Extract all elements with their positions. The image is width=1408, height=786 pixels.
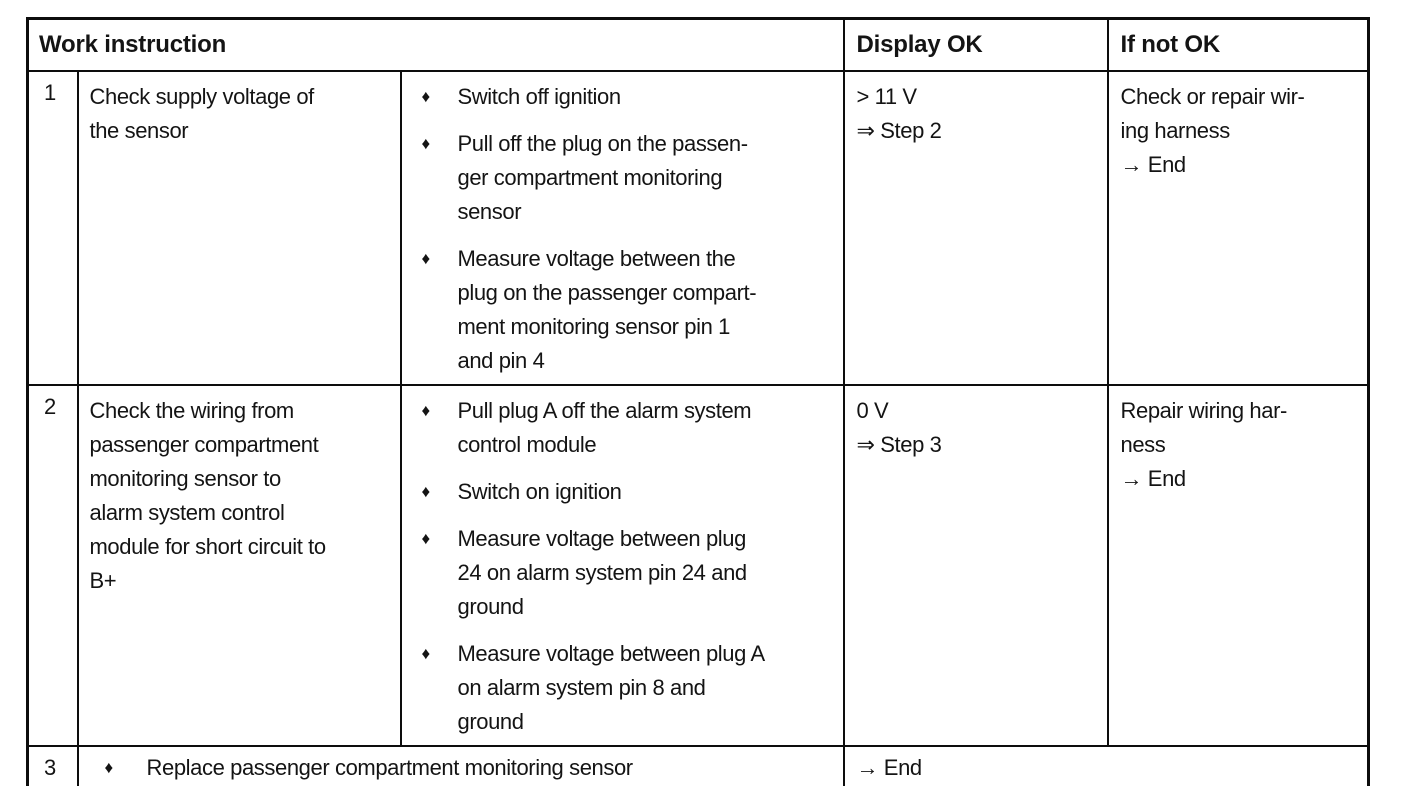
diamond-bullet-icon: ♦ bbox=[104, 758, 114, 777]
display-ok-value: > 11 V ⇒ Step 2 bbox=[842, 70, 1109, 386]
final-result-cell: → End bbox=[842, 745, 1370, 786]
work-instruction-table: Work instruction Display OK If not OK 1 … bbox=[26, 17, 1370, 786]
action-text: Measure voltage between plug 24 on alarm… bbox=[457, 526, 748, 619]
header-display-ok: Display OK bbox=[842, 17, 1109, 72]
table-row-step-3: 3 ♦ Replace passenger compartment monito… bbox=[26, 745, 1370, 786]
step-number: 3 bbox=[26, 745, 79, 786]
action-text: Replace passenger compartment monitoring… bbox=[146, 755, 634, 780]
action-text: Pull plug A off the alarm system control… bbox=[457, 398, 752, 457]
step-number: 2 bbox=[26, 384, 79, 747]
action-text: Measure voltage between plug A on alarm … bbox=[457, 641, 766, 734]
header-if-not-ok: If not OK bbox=[1106, 17, 1370, 72]
action-text: Switch off ignition bbox=[457, 84, 622, 109]
action-item: ♦ Measure voltage between plug 24 on ala… bbox=[403, 522, 833, 624]
action-item: ♦ Pull plug A off the alarm system contr… bbox=[403, 394, 833, 462]
action-item: ♦ Switch off ignition bbox=[403, 80, 833, 114]
header-work-instruction: Work instruction bbox=[26, 17, 845, 72]
action-text: Pull off the plug on the passen- ger com… bbox=[457, 131, 749, 224]
final-step-cell: ♦ Replace passenger compartment monitori… bbox=[76, 745, 845, 786]
action-text: Switch on ignition bbox=[457, 479, 622, 504]
diamond-bullet-icon: ♦ bbox=[421, 644, 431, 663]
diamond-bullet-icon: ♦ bbox=[421, 249, 431, 268]
if-not-ok-value: Repair wiring har- ness → End bbox=[1106, 384, 1370, 747]
action-item: ♦ Measure voltage between the plug on th… bbox=[403, 242, 833, 378]
action-text: Measure voltage between the plug on the … bbox=[457, 246, 757, 373]
diamond-bullet-icon: ♦ bbox=[421, 401, 431, 420]
diamond-bullet-icon: ♦ bbox=[421, 87, 431, 106]
diamond-bullet-icon: ♦ bbox=[421, 482, 431, 501]
step-actions: ♦ Pull plug A off the alarm system contr… bbox=[399, 384, 845, 747]
diamond-bullet-icon: ♦ bbox=[421, 529, 431, 548]
table-row-step-1: 1 Check supply voltage of the sensor ♦ S… bbox=[26, 70, 1370, 386]
action-item: ♦ Switch on ignition bbox=[403, 475, 833, 509]
step-number: 1 bbox=[26, 70, 79, 386]
step-task: Check supply voltage of the sensor bbox=[76, 70, 402, 386]
action-item: ♦ Pull off the plug on the passen- ger c… bbox=[403, 127, 833, 229]
table-header-row: Work instruction Display OK If not OK bbox=[26, 17, 1370, 72]
step-actions: ♦ Switch off ignition ♦ Pull off the plu… bbox=[399, 70, 845, 386]
action-item: ♦ Measure voltage between plug A on alar… bbox=[403, 637, 833, 739]
step-task: Check the wiring from passenger compartm… bbox=[76, 384, 402, 747]
action-item: ♦ Replace passenger compartment monitori… bbox=[80, 751, 833, 785]
diamond-bullet-icon: ♦ bbox=[421, 134, 431, 153]
table-row-step-2: 2 Check the wiring from passenger compar… bbox=[26, 384, 1370, 747]
display-ok-value: 0 V ⇒ Step 3 bbox=[842, 384, 1109, 747]
if-not-ok-value: Check or repair wir- ing harness → End bbox=[1106, 70, 1370, 386]
